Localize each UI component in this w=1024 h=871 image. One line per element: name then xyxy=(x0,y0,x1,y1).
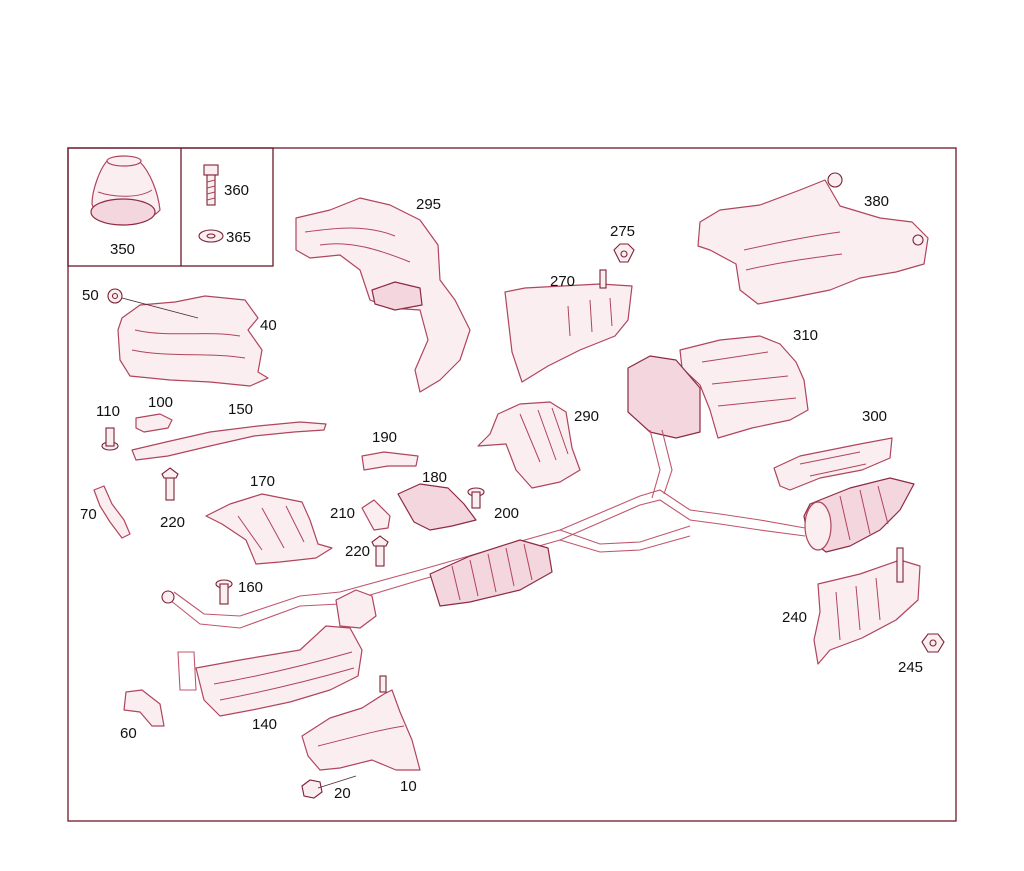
callout-350: 350 xyxy=(110,241,135,258)
callout-220-left: 220 xyxy=(160,514,185,531)
part-140-heat-shield[interactable] xyxy=(177,625,363,717)
callout-40: 40 xyxy=(260,317,277,334)
callout-240: 240 xyxy=(782,609,807,626)
callout-10: 10 xyxy=(400,778,417,795)
part-365-washer[interactable] xyxy=(198,229,224,243)
callout-270: 270 xyxy=(550,273,575,290)
callout-220-center: 220 xyxy=(345,543,370,560)
part-60-clip[interactable] xyxy=(123,689,165,727)
callout-180: 180 xyxy=(422,469,447,486)
callout-160: 160 xyxy=(238,579,263,596)
part-295-tunnel-shield[interactable] xyxy=(295,197,471,393)
callout-380: 380 xyxy=(864,193,889,210)
part-200-fastener[interactable] xyxy=(467,487,485,509)
part-300-heat-shield[interactable] xyxy=(773,437,893,491)
part-190-bracket[interactable] xyxy=(361,451,419,471)
part-100-clip[interactable] xyxy=(135,413,173,433)
callout-170: 170 xyxy=(250,473,275,490)
part-110-bolt[interactable] xyxy=(101,427,119,451)
part-350-rubber-boot[interactable] xyxy=(90,155,161,226)
part-50-fastener[interactable] xyxy=(107,288,123,304)
callout-365: 365 xyxy=(226,229,251,246)
part-210-clip[interactable] xyxy=(361,499,391,531)
part-360-bolt[interactable] xyxy=(203,164,219,206)
callout-210: 210 xyxy=(330,505,355,522)
part-310-muffler-shield[interactable] xyxy=(679,335,809,439)
part-380-rear-shield[interactable] xyxy=(697,172,929,305)
inset-box xyxy=(67,147,274,267)
callout-200: 200 xyxy=(494,505,519,522)
part-170-heat-shield[interactable] xyxy=(205,493,333,565)
callout-360: 360 xyxy=(224,182,249,199)
callout-290: 290 xyxy=(574,408,599,425)
callout-275: 275 xyxy=(610,223,635,240)
callout-310: 310 xyxy=(793,327,818,344)
part-rear-muffler[interactable] xyxy=(803,477,915,553)
part-center-silencer[interactable] xyxy=(627,355,701,439)
part-270-bracket-shield[interactable] xyxy=(504,269,633,383)
exhaust-pipe-system[interactable] xyxy=(161,429,806,629)
part-220-screw-center[interactable] xyxy=(371,535,389,567)
callout-300: 300 xyxy=(862,408,887,425)
callout-50: 50 xyxy=(82,287,99,304)
diagram-frame xyxy=(67,147,957,822)
part-245-nut[interactable] xyxy=(921,633,945,653)
callout-20: 20 xyxy=(334,785,351,802)
part-160-bolt[interactable] xyxy=(215,579,233,605)
part-220-screw-left[interactable] xyxy=(161,467,179,501)
part-240-rear-shield[interactable] xyxy=(813,547,921,665)
callout-100: 100 xyxy=(148,394,173,411)
callout-70: 70 xyxy=(80,506,97,523)
callout-245: 245 xyxy=(898,659,923,676)
part-10-heat-shield[interactable] xyxy=(301,675,421,771)
part-275-nut[interactable] xyxy=(613,243,635,263)
callout-110: 110 xyxy=(96,403,120,420)
part-20-bolt[interactable] xyxy=(301,775,357,799)
part-290-heat-shield[interactable] xyxy=(477,401,581,489)
callout-140: 140 xyxy=(252,716,277,733)
callout-60: 60 xyxy=(120,725,137,742)
callout-295: 295 xyxy=(416,196,441,213)
callout-labels: 350 360 365 295 275 380 270 50 40 310 11… xyxy=(80,182,923,802)
callout-150: 150 xyxy=(228,401,253,418)
part-180-bracket[interactable] xyxy=(397,483,477,531)
callout-190: 190 xyxy=(372,429,397,446)
part-150-strap[interactable] xyxy=(131,421,327,461)
part-40-heat-shield[interactable] xyxy=(117,295,269,387)
part-70-bracket[interactable] xyxy=(93,485,131,539)
leader-lines xyxy=(121,297,199,319)
